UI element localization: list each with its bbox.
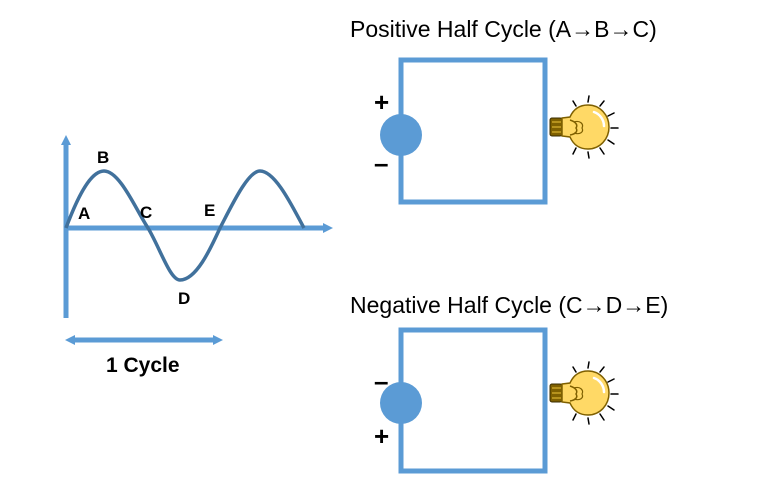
lightbulb-icon [549,95,619,159]
negative-top-sign: – [374,366,388,396]
ac-source-icon [380,382,422,424]
positive-title: Positive Half Cycle (A→B→C) [350,16,657,42]
positive-top-sign: + [374,87,389,117]
circuit-wire [398,327,548,474]
circuit-wire [398,57,548,205]
positive-bottom-sign: – [374,148,388,178]
negative-half-cycle-circuit: Negative Half Cycle (C→D→E) – + [350,292,668,474]
waveform-graph: A B C D E 1 Cycle [61,135,333,377]
cycle-label: 1 Cycle [106,354,180,377]
point-label-c: C [140,203,152,222]
point-label-e: E [204,201,215,220]
positive-half-cycle-circuit: Positive Half Cycle (A→B→C) + – [350,16,657,205]
point-label-a: A [78,204,90,223]
sine-wave [64,169,306,282]
point-label-d: D [178,289,190,308]
negative-title: Negative Half Cycle (C→D→E) [350,292,668,318]
lightbulb-icon [549,361,619,425]
negative-bottom-sign: + [374,421,389,451]
ac-source-icon [380,114,422,156]
point-label-b: B [97,148,109,167]
